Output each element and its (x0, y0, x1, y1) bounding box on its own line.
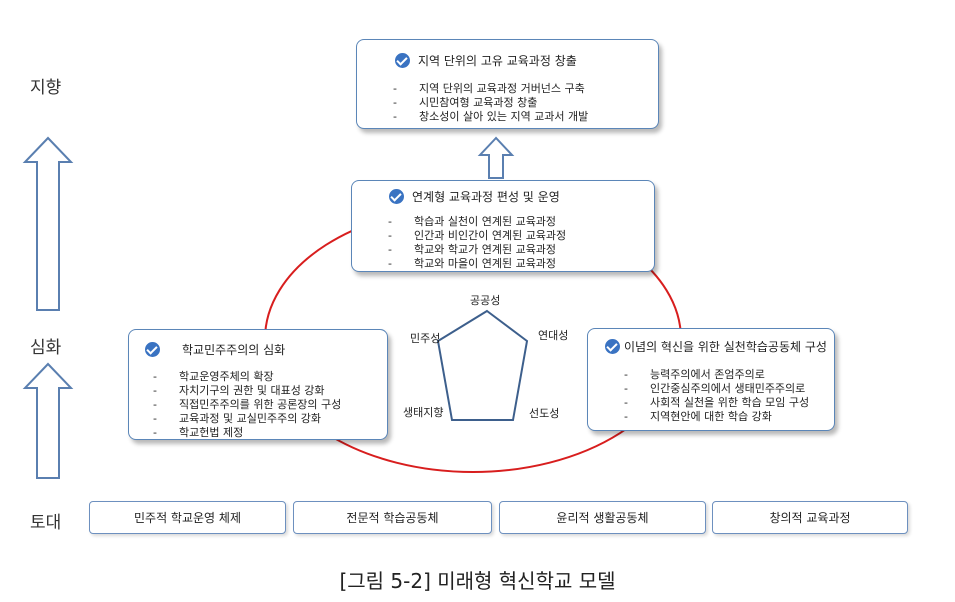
list-item: 사회적 실천을 위한 학습 모임 구성 (624, 396, 809, 410)
foundation-box: 윤리적 생활공동체 (499, 501, 706, 534)
pentagon-label-left: 민주성 (410, 332, 441, 345)
foundation-box: 창의적 교육과정 (712, 501, 908, 534)
list-item: 능력주의에서 존엄주의로 (624, 368, 809, 382)
level-label-top: 지향 (30, 78, 62, 98)
up-arrow-upper-icon (22, 136, 74, 311)
list-item: 인간과 비인간이 연계된 교육과정 (388, 229, 566, 243)
school-democracy-title: 학교민주주의의 심화 (182, 343, 286, 357)
check-icon (395, 53, 410, 68)
level-label-middle: 심화 (30, 338, 62, 358)
learning-community-box: 이념의 혁신을 위한 실천학습공동체 구성 능력주의에서 존엄주의로 인간중심주… (587, 328, 835, 431)
linked-curriculum-list: 학습과 실천이 연계된 교육과정 인간과 비인간이 연계된 교육과정 학교와 학… (388, 215, 566, 271)
list-item: 학교와 마을이 연계된 교육과정 (388, 257, 566, 271)
up-arrow-center-icon (477, 136, 515, 179)
top-goal-title: 지역 단위의 고유 교육과정 창출 (418, 54, 577, 68)
list-item: 지역현안에 대한 학습 강화 (624, 410, 809, 424)
check-icon (145, 342, 160, 357)
figure-caption: [그림 5-2] 미래형 혁신학교 모델 (339, 569, 616, 593)
pentagon-label-top: 공공성 (470, 294, 501, 307)
learning-community-list: 능력주의에서 존엄주의로 인간중심주의에서 생태민주주의로 사회적 실천을 위한… (624, 368, 809, 424)
pentagon-label-bottom-right: 선도성 (529, 407, 560, 420)
list-item: 창소성이 살아 있는 지역 교과서 개발 (393, 110, 588, 124)
pentagon-label-right: 연대성 (538, 329, 569, 342)
learning-community-title-row: 이념의 혁신을 위한 실천학습공동체 구성 (605, 338, 827, 355)
school-democracy-list: 학교운영주체의 확장 자치기구의 권한 및 대표성 강화 직접민주주의를 위한 … (153, 370, 341, 440)
school-democracy-title-row: 학교민주주의의 심화 (145, 341, 285, 358)
list-item: 학교와 학교가 연계된 교육과정 (388, 243, 566, 257)
list-item: 학교헌법 제정 (153, 426, 341, 440)
school-democracy-box: 학교민주주의의 심화 학교운영주체의 확장 자치기구의 권한 및 대표성 강화 … (128, 329, 388, 440)
values-pentagon (436, 309, 529, 421)
list-item: 시민참여형 교육과정 창출 (393, 96, 588, 110)
linked-curriculum-title-row: 연계형 교육과정 편성 및 운영 (389, 188, 560, 205)
list-item: 지역 단위의 교육과정 거버넌스 구축 (393, 82, 588, 96)
list-item: 학습과 실천이 연계된 교육과정 (388, 215, 566, 229)
pentagon-label-bottom-left: 생태지향 (403, 406, 444, 419)
up-arrow-lower-icon (22, 362, 74, 479)
linked-curriculum-box: 연계형 교육과정 편성 및 운영 학습과 실천이 연계된 교육과정 인간과 비인… (351, 180, 655, 272)
top-goal-box: 지역 단위의 고유 교육과정 창출 지역 단위의 교육과정 거버넌스 구축 시민… (356, 39, 659, 129)
list-item: 직접민주주의를 위한 공론장의 구성 (153, 398, 341, 412)
list-item: 학교운영주체의 확장 (153, 370, 341, 384)
check-icon (389, 189, 404, 204)
top-goal-title-row: 지역 단위의 고유 교육과정 창출 (395, 52, 577, 69)
top-goal-list: 지역 단위의 교육과정 거버넌스 구축 시민참여형 교육과정 창출 창소성이 살… (393, 82, 588, 124)
list-item: 교육과정 및 교실민주주의 강화 (153, 412, 341, 426)
list-item: 자치기구의 권한 및 대표성 강화 (153, 384, 341, 398)
foundation-box: 민주적 학교운영 체제 (89, 501, 286, 534)
list-item: 인간중심주의에서 생태민주주의로 (624, 382, 809, 396)
learning-community-title: 이념의 혁신을 위한 실천학습공동체 구성 (624, 340, 827, 354)
linked-curriculum-title: 연계형 교육과정 편성 및 운영 (412, 190, 560, 204)
check-icon (605, 339, 620, 354)
level-label-bottom: 토대 (30, 513, 62, 533)
foundation-box: 전문적 학습공동체 (293, 501, 492, 534)
